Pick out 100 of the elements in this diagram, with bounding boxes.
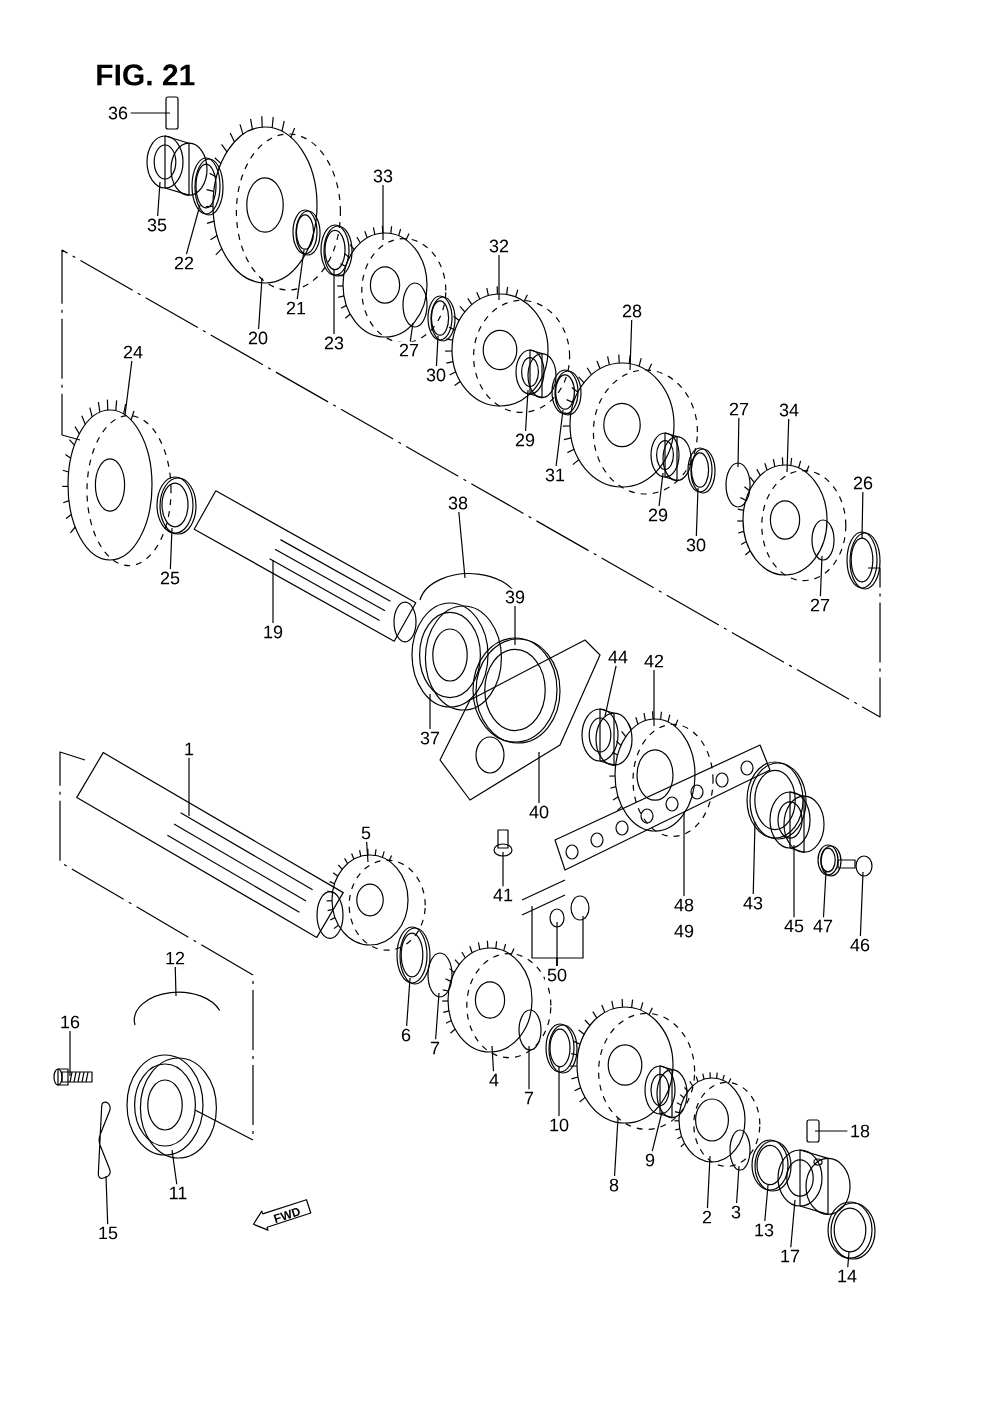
leader-line	[859, 871, 864, 937]
leader-line	[538, 751, 540, 804]
leader-line	[69, 1030, 71, 1077]
callout-number: 42	[642, 652, 666, 670]
leader-line	[130, 112, 171, 114]
needle-bearing	[146, 135, 208, 196]
chain-joint	[521, 879, 590, 928]
leader-line	[174, 966, 177, 997]
leader-line	[124, 360, 133, 416]
callout-number: 47	[811, 917, 835, 935]
leader-line	[822, 870, 827, 918]
callout-number: 32	[487, 237, 511, 255]
callout-number: 4	[487, 1071, 501, 1089]
callout-number: 30	[684, 536, 708, 554]
leader-line	[555, 409, 564, 467]
callout-number: 22	[172, 254, 196, 272]
leader-line	[819, 555, 823, 597]
washer	[320, 224, 353, 277]
bolt	[837, 855, 873, 877]
chain	[554, 744, 771, 871]
title: FIG. 21	[97, 64, 195, 86]
circlip	[518, 1009, 542, 1051]
leader-line	[185, 204, 201, 255]
washer	[687, 447, 716, 494]
callout-number: 44	[606, 648, 630, 666]
pin	[165, 96, 179, 130]
leader-line	[613, 1117, 619, 1177]
bolt	[53, 1068, 93, 1086]
callout-number: 7	[522, 1089, 536, 1107]
leader-line	[382, 184, 384, 241]
shaft	[193, 490, 417, 643]
leader-line	[502, 851, 504, 887]
callout-number: 11	[166, 1184, 190, 1202]
callout-number: 12	[163, 949, 187, 967]
leader-line	[491, 1045, 495, 1072]
washer	[551, 369, 582, 416]
leader-line	[556, 915, 584, 967]
bushing	[515, 349, 557, 399]
bushing	[292, 209, 321, 256]
sprocket	[608, 710, 714, 837]
leader-line	[169, 527, 173, 570]
gear	[673, 1071, 761, 1167]
callout-number: 39	[503, 588, 527, 606]
leader-line	[736, 1165, 740, 1204]
washer	[817, 844, 842, 877]
callout-number: 29	[513, 431, 537, 449]
callout-number: 25	[158, 569, 182, 587]
leader-line	[514, 605, 516, 646]
pin	[806, 1119, 820, 1143]
leader-line	[658, 472, 664, 507]
leader-line	[498, 254, 500, 301]
leader-line	[366, 841, 369, 863]
callout-number: 14	[835, 1267, 860, 1285]
gear	[569, 998, 696, 1130]
oil-seal	[751, 1139, 792, 1192]
leader-line	[258, 277, 263, 330]
oil-seal	[827, 1201, 876, 1260]
callout-number: 43	[741, 894, 766, 912]
callout-number: 35	[145, 216, 169, 234]
leader-line	[171, 1149, 178, 1185]
leader-line	[706, 1155, 711, 1209]
callout-number: 46	[848, 936, 873, 954]
callout-number: 40	[527, 803, 551, 821]
callout-number: 1	[182, 740, 196, 758]
callout-number: 28	[620, 302, 644, 320]
leader-line	[847, 1251, 850, 1268]
callout-number: 7	[428, 1039, 442, 1057]
callout-number: 50	[545, 966, 569, 984]
washer	[191, 157, 224, 216]
leader-line	[790, 1199, 796, 1248]
callout-number: 21	[284, 299, 308, 317]
leader-line	[786, 418, 790, 473]
callout-number: 8	[607, 1176, 621, 1194]
leader-line	[105, 1175, 109, 1225]
callout-number: 30	[424, 366, 448, 384]
leader-line	[558, 1066, 560, 1117]
leader-line	[737, 417, 740, 468]
leader-line	[435, 992, 440, 1040]
callout-number: 27	[727, 400, 751, 418]
callout-number: 34	[777, 401, 802, 419]
callout-number: 41	[491, 886, 515, 904]
leader-line	[814, 1130, 848, 1132]
leader-line	[752, 821, 756, 895]
leader-line	[272, 559, 274, 624]
plate	[472, 637, 561, 744]
callout-number: 17	[778, 1247, 802, 1265]
callout-number: 29	[646, 506, 670, 524]
callout-number: 26	[851, 474, 875, 492]
washer	[846, 531, 881, 590]
leader-line	[764, 1184, 769, 1222]
callout-number: 45	[782, 917, 806, 935]
leader-line	[406, 977, 411, 1027]
washer	[746, 761, 807, 840]
circlip	[427, 952, 453, 998]
callout-number: 49	[672, 922, 697, 940]
callout-number: 10	[547, 1116, 571, 1134]
leader-line	[435, 335, 439, 367]
bushing	[650, 432, 692, 482]
leader-line	[861, 491, 864, 539]
callout-number: 9	[643, 1151, 657, 1169]
